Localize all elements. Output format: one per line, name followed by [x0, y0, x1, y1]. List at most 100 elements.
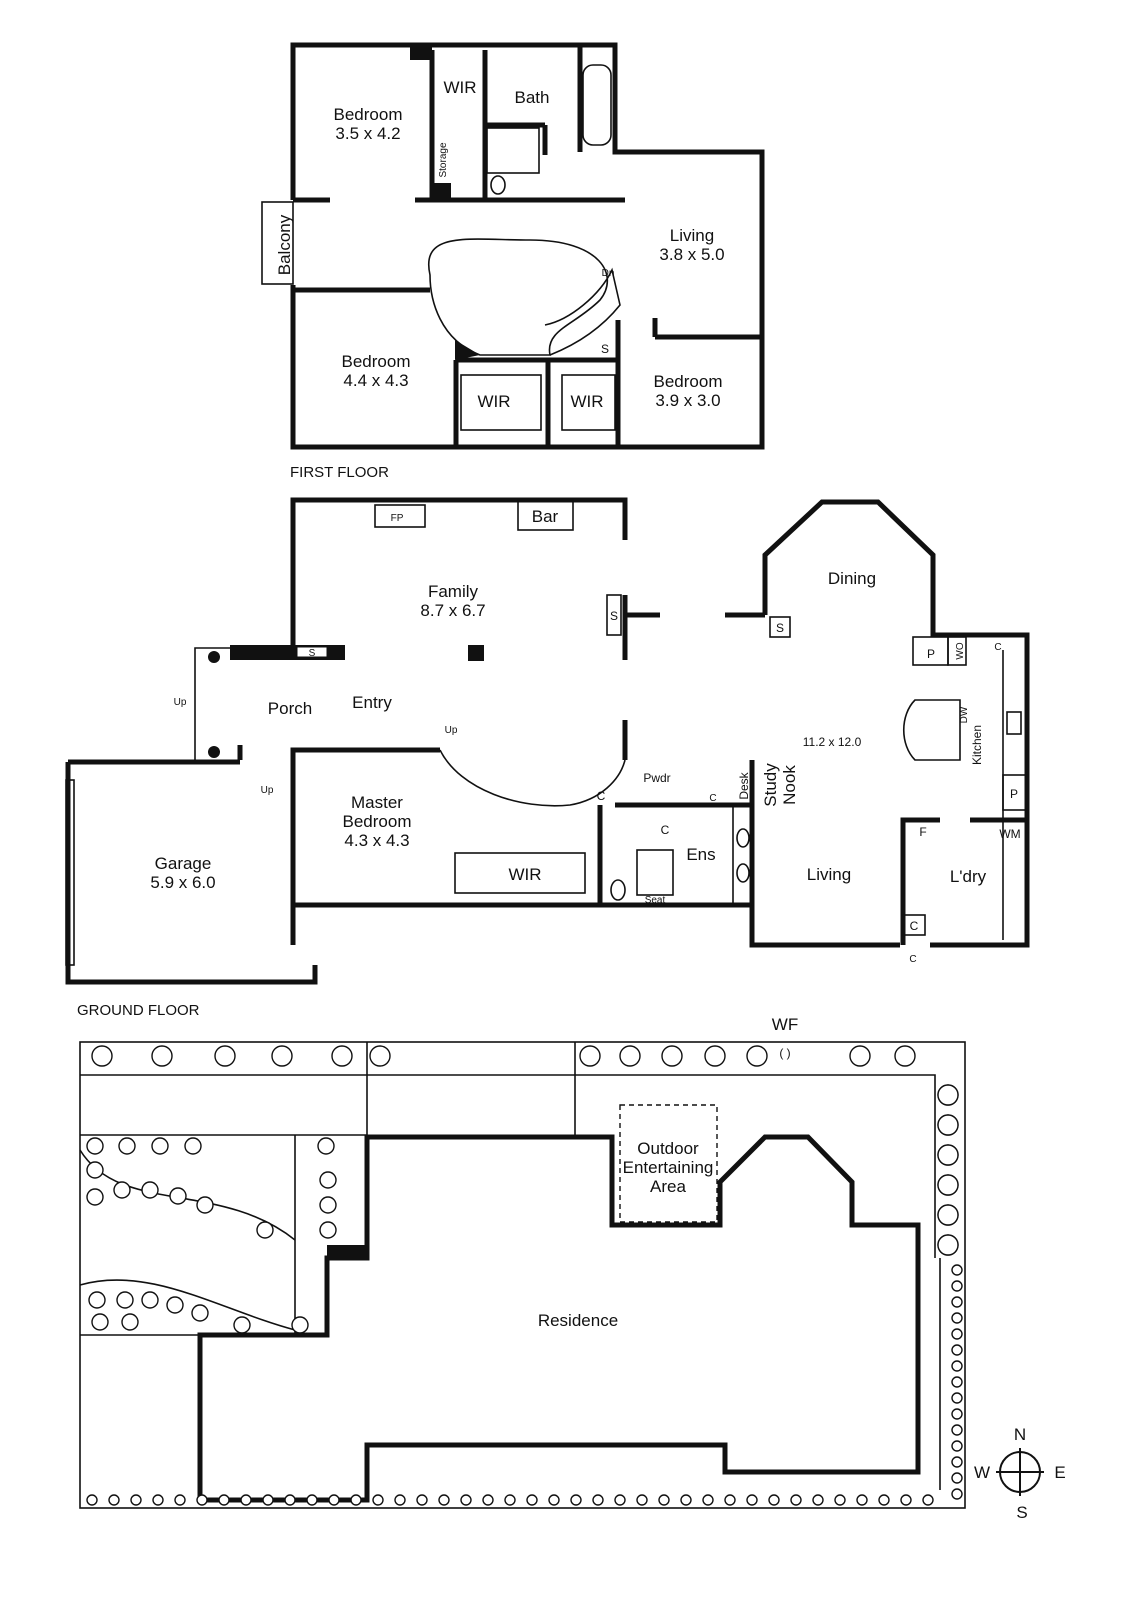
storage-label: S [776, 621, 784, 635]
tree-icon [319, 1171, 337, 1189]
room-label-master-bedroom: Master [351, 793, 403, 812]
tree-icon [118, 1137, 136, 1155]
tree-icon [291, 1316, 309, 1334]
cupboard-label: C [709, 793, 716, 804]
cupboard-label: C [909, 954, 916, 965]
room-size: 4.4 x 4.3 [343, 371, 408, 390]
room-label-bedroom: Bedroom [334, 105, 403, 124]
tree-icon [317, 1137, 335, 1155]
tree-icon [306, 1494, 318, 1506]
stair-up-label: Up [174, 697, 187, 708]
tree-icon [937, 1204, 959, 1226]
tree-icon [592, 1494, 604, 1506]
room-label-dining: Dining [828, 569, 876, 588]
tree-icon [548, 1494, 560, 1506]
tree-icon [284, 1494, 296, 1506]
ground-floor: FP Bar Family 8.7 x 6.7 S S S Dining Por… [65, 497, 1030, 1019]
bar-counter [517, 499, 574, 531]
room-label-living: Living [670, 226, 714, 245]
tree-icon [151, 1137, 169, 1155]
garage-door [65, 779, 75, 966]
basin-icon [736, 863, 750, 883]
tree-icon [951, 1440, 963, 1452]
tree-icon [724, 1494, 736, 1506]
tree-icon [482, 1494, 494, 1506]
cupboard-label: C [910, 919, 919, 933]
tree-icon [614, 1494, 626, 1506]
room-label-wir: WIR [508, 865, 541, 884]
tree-icon [768, 1494, 780, 1506]
tree-icon [812, 1494, 824, 1506]
tree-icon [526, 1494, 538, 1506]
tree-icon [113, 1181, 131, 1199]
tree-icon [218, 1494, 230, 1506]
tree-icon [746, 1045, 768, 1067]
tree-icon [151, 1045, 173, 1067]
tree-icon [271, 1045, 293, 1067]
path-line [80, 1074, 936, 1258]
kitchen-island [903, 699, 961, 761]
tree-icon [951, 1360, 963, 1372]
family-wall [290, 497, 628, 650]
tree-icon [661, 1045, 683, 1067]
tree-icon [856, 1494, 868, 1506]
tree-icon [937, 1114, 959, 1136]
outdoor-entertaining-area [619, 1104, 718, 1223]
tree-icon [394, 1494, 406, 1506]
water-feature-label: WF [772, 1015, 798, 1034]
tree-icon [951, 1280, 963, 1292]
room-label-bedroom: Bedroom [342, 352, 411, 371]
room-size: 4.3 x 4.3 [344, 831, 409, 850]
tree-icon [184, 1137, 202, 1155]
room-label-bath: Bath [515, 88, 550, 107]
tree-icon [372, 1494, 384, 1506]
wall-oven [947, 636, 967, 666]
shower-icon [636, 849, 674, 896]
wall-block [455, 340, 480, 360]
tree-icon [141, 1181, 159, 1199]
column [208, 651, 220, 663]
storage-label: S [610, 609, 618, 623]
tree-icon [141, 1291, 159, 1309]
room-label-bar: Bar [532, 507, 559, 526]
washing-machine-label: WM [999, 827, 1020, 841]
dining-kitchen-wall [762, 499, 1030, 948]
wir-shelf [561, 374, 616, 431]
residence-label: Residence [538, 1311, 618, 1330]
tree-icon [331, 1045, 353, 1067]
tree-icon [951, 1472, 963, 1484]
tree-icon [116, 1291, 134, 1309]
stair-up-label: Up [445, 725, 458, 736]
site-plan: WF ( ) Outdoor Entertaining Area Residen… [79, 1015, 966, 1509]
cupboard-label: C [661, 823, 670, 837]
room-label-entry: Entry [352, 693, 392, 712]
column [208, 746, 220, 758]
room-label-wir: WIR [570, 392, 603, 411]
wall-block [327, 1245, 367, 1258]
tree-icon [169, 1187, 187, 1205]
room-label-master-bedroom: Bedroom [343, 812, 412, 831]
dishwasher-label: DW [959, 706, 970, 723]
spiral-stair-icon [544, 267, 621, 356]
tree-icon [369, 1045, 391, 1067]
tree-icon [438, 1494, 450, 1506]
room-size: 3.5 x 4.2 [335, 124, 400, 143]
room-label-nook: Nook [780, 765, 799, 805]
spiral-stair-icon [439, 749, 626, 807]
pantry [1002, 774, 1028, 811]
stair-up-label: Up [261, 785, 274, 796]
fridge-label: F [919, 825, 926, 839]
tree-icon [922, 1494, 934, 1506]
tree-icon [86, 1188, 104, 1206]
tree-icon [166, 1296, 184, 1314]
vanity [732, 804, 754, 906]
porch-step [194, 647, 230, 760]
tree-icon [619, 1045, 641, 1067]
tree-icon [894, 1045, 916, 1067]
storage-label: S [309, 648, 316, 659]
stair-down-label: Dn [602, 268, 615, 279]
tree-icon [416, 1494, 428, 1506]
tree-icon [951, 1328, 963, 1340]
tree-icon [937, 1084, 959, 1106]
storage-label: S [601, 342, 609, 356]
